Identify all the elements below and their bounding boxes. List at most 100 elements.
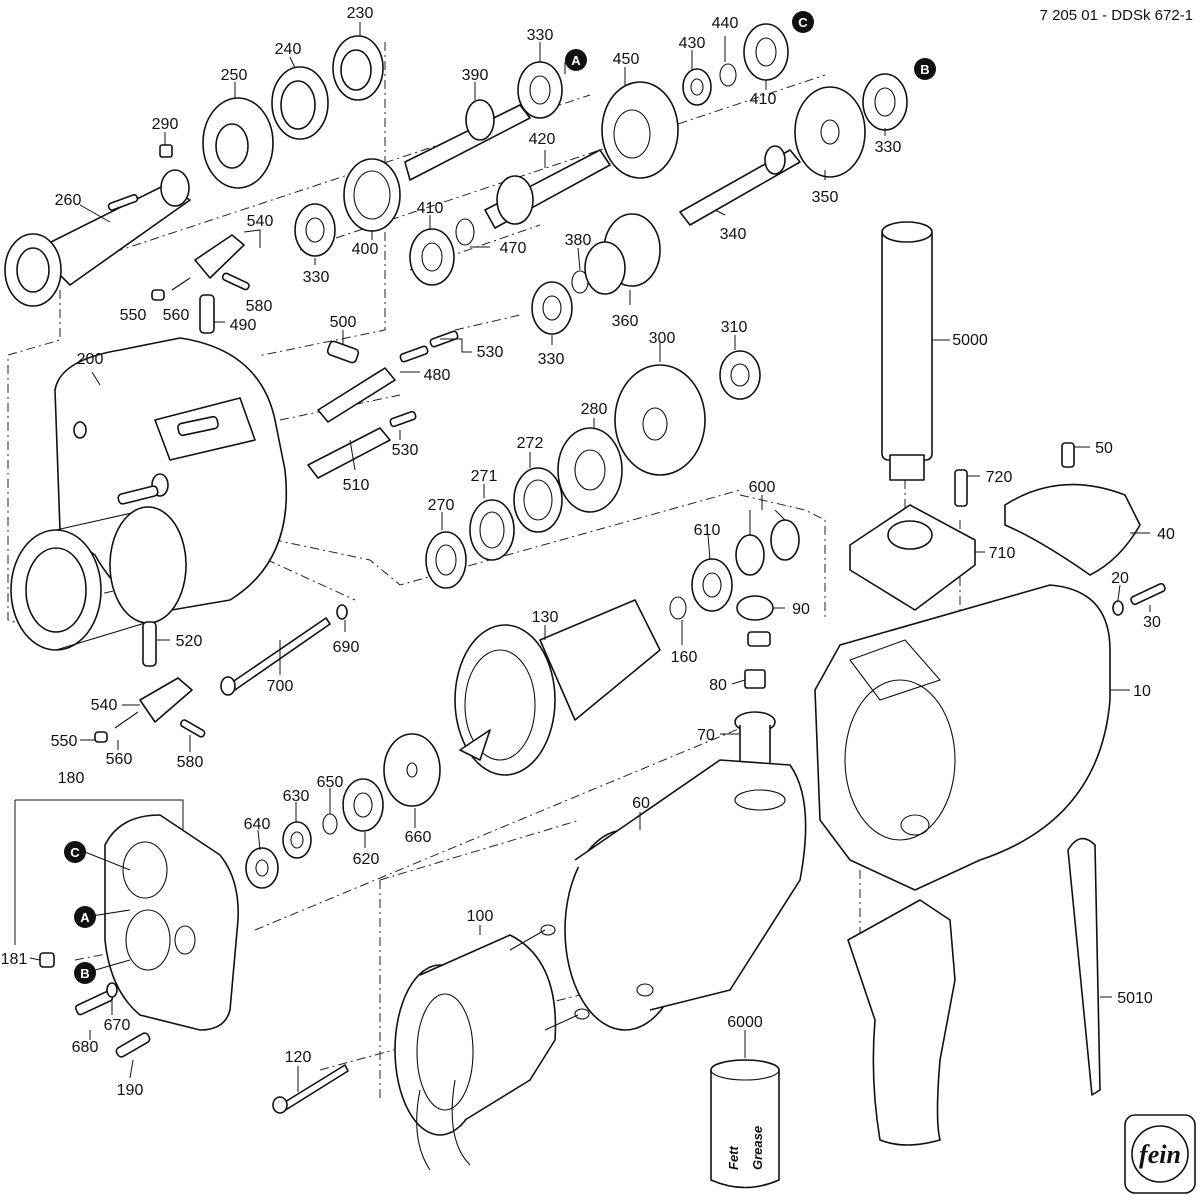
svg-text:C: C [798, 15, 808, 30]
screw-181 [39, 952, 55, 968]
gear-350 [794, 86, 866, 178]
ring-470 [455, 218, 475, 246]
washer-272 [513, 467, 563, 533]
tie-rod-700 [220, 617, 331, 696]
label-271: 271 [471, 468, 498, 485]
label-490: 490 [230, 317, 257, 334]
label-520: 520 [176, 633, 203, 650]
pin-490 [199, 294, 215, 334]
column-5000 [881, 221, 933, 481]
washer-640 [245, 847, 279, 889]
label-60: 60 [632, 795, 650, 812]
screw-720 [954, 469, 968, 507]
field-coil-100 [394, 924, 590, 1171]
label-300: 300 [649, 330, 676, 347]
wedge-5010 [1067, 837, 1101, 1096]
screw-120 [272, 1064, 349, 1114]
label-630: 630 [283, 788, 310, 805]
bearing-280 [557, 427, 623, 513]
label-560b: 560 [106, 751, 133, 768]
gear-housing-200 [10, 337, 288, 651]
label-700: 700 [267, 678, 294, 695]
spring-560a [171, 277, 191, 291]
screw-30 [1130, 582, 1166, 606]
label-50: 50 [1095, 440, 1113, 457]
label-230: 230 [347, 5, 374, 22]
pin-190 [115, 1032, 151, 1058]
label-200: 200 [77, 351, 104, 368]
handle-shell [847, 899, 956, 1146]
document-code: 7 205 01 - DDSk 672-1 [1040, 7, 1193, 24]
label-130: 130 [532, 609, 559, 626]
label-160: 160 [671, 649, 698, 666]
label-470: 470 [500, 240, 527, 257]
bearing-330b [294, 203, 336, 257]
label-540b: 540 [91, 697, 118, 714]
shaft-340 [679, 145, 801, 226]
washer-690 [336, 604, 348, 620]
label-70: 70 [697, 727, 715, 744]
shaft-480 [317, 367, 396, 423]
gear-450 [601, 81, 679, 179]
washer-430 [682, 68, 712, 106]
bearing-410a [409, 228, 455, 286]
label-5010: 5010 [1117, 990, 1153, 1007]
screw-50 [1061, 442, 1075, 468]
label-540a: 540 [247, 213, 274, 230]
label-580a: 580 [246, 298, 273, 315]
label-450: 450 [613, 51, 640, 68]
ring-650 [322, 813, 338, 835]
label-410a: 410 [417, 200, 444, 217]
label-190: 190 [117, 1082, 144, 1099]
label-250: 250 [221, 67, 248, 84]
label-620: 620 [353, 851, 380, 868]
washer-set-600 [735, 519, 800, 576]
part-290 [159, 144, 173, 158]
cap-90 [736, 595, 774, 621]
gear-300 [614, 364, 706, 476]
label-5000: 5000 [952, 332, 988, 349]
spindle-260 [4, 169, 191, 307]
marker-B2: B [74, 962, 96, 984]
label-380: 380 [565, 232, 592, 249]
label-550a: 550 [120, 307, 147, 324]
needle-bearing-240 [271, 66, 329, 140]
label-330a: 330 [527, 27, 554, 44]
label-600: 600 [749, 479, 776, 496]
disc-660 [383, 733, 441, 807]
bearing-flange-250 [202, 97, 274, 189]
marker-C1: C [792, 11, 814, 33]
svg-text:B: B [80, 966, 89, 981]
label-120: 120 [285, 1049, 312, 1066]
pins-530 [399, 330, 459, 363]
gear-cluster-360 [584, 213, 661, 295]
pin-550b [94, 731, 108, 743]
washer-670 [106, 982, 118, 998]
grease-label-grease: Grease [750, 1126, 765, 1170]
gear-400 [343, 158, 401, 232]
label-610: 610 [694, 522, 721, 539]
label-290: 290 [152, 116, 179, 133]
label-260: 260 [55, 192, 82, 209]
label-30: 30 [1143, 614, 1161, 631]
ring-160 [669, 596, 687, 620]
bearing-330a [517, 61, 563, 119]
washer-270 [425, 531, 467, 589]
label-181: 181 [1, 951, 28, 968]
pin-520 [142, 621, 157, 667]
pin-550a [151, 289, 165, 301]
label-90: 90 [792, 601, 810, 618]
label-10: 10 [1133, 683, 1151, 700]
label-6000: 6000 [727, 1014, 763, 1031]
motor-housing-10 [814, 584, 1111, 891]
label-640: 640 [244, 816, 271, 833]
brush-cap-70 [734, 711, 776, 766]
label-670: 670 [104, 1017, 131, 1034]
marker-A2: A [74, 906, 96, 928]
label-360: 360 [612, 313, 639, 330]
label-270: 270 [428, 497, 455, 514]
flange-710 [849, 504, 976, 611]
grip-cover-40 [1004, 483, 1141, 576]
label-272: 272 [517, 435, 544, 452]
